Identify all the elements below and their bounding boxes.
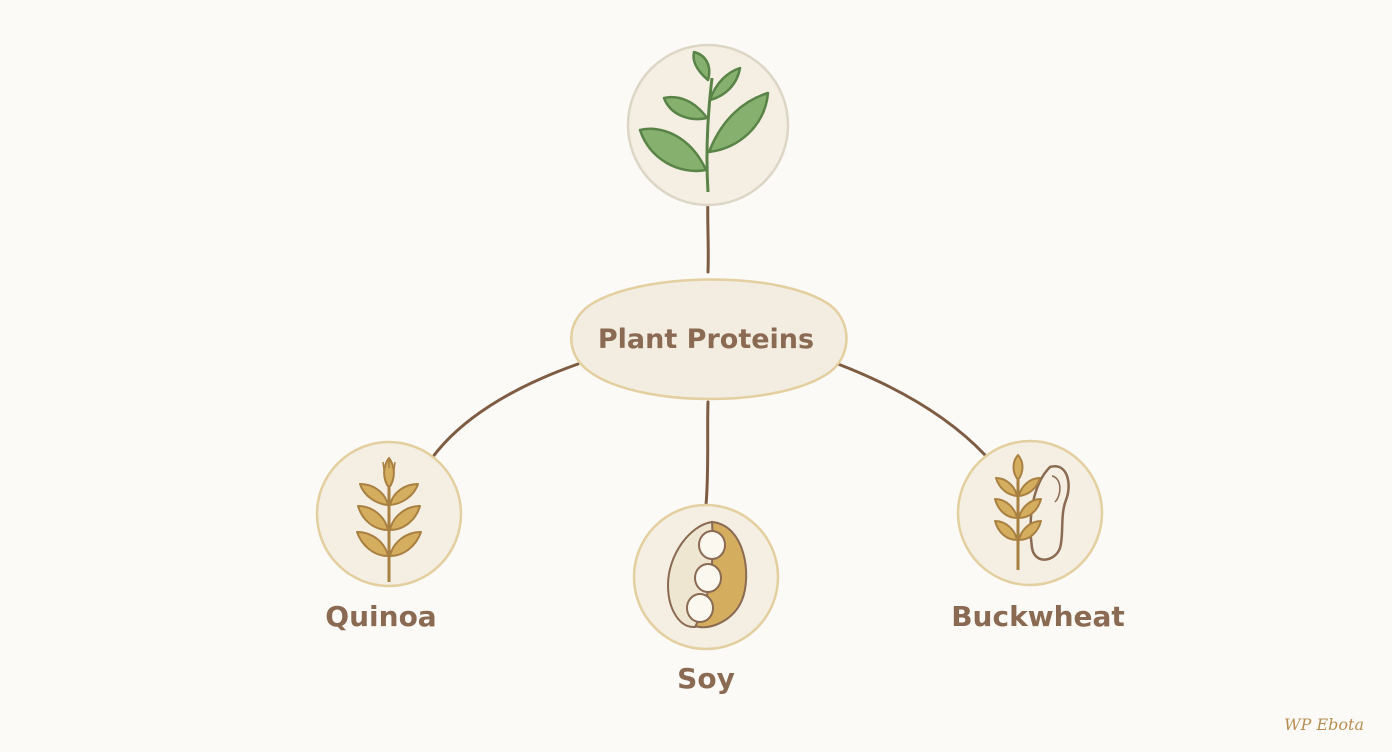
center-node-shape bbox=[570, 278, 848, 401]
connector-quinoa bbox=[430, 362, 580, 460]
connectors bbox=[430, 194, 987, 507]
node-quinoa: Quinoa bbox=[315, 440, 463, 633]
connector-top bbox=[706, 194, 710, 274]
connector-soy bbox=[704, 400, 710, 507]
connector-buckwheat bbox=[836, 362, 987, 457]
grain-stalk-icon bbox=[356, 457, 422, 582]
center-label: Plant Proteins bbox=[598, 324, 814, 355]
node-quinoa-label: Quinoa bbox=[325, 600, 436, 633]
node-buckwheat: Buckwheat bbox=[951, 439, 1125, 633]
center-node: Plant Proteins bbox=[570, 278, 848, 401]
node-buckwheat-label: Buckwheat bbox=[951, 600, 1125, 633]
node-soy: Soy bbox=[632, 503, 780, 695]
node-soy-label: Soy bbox=[677, 662, 735, 695]
soybean-pod-icon bbox=[666, 520, 748, 629]
watermark: WP Ebota bbox=[1284, 715, 1364, 734]
node-top bbox=[626, 43, 790, 207]
grain-and-seed-icon bbox=[994, 454, 1070, 570]
leaf-sprout-icon bbox=[638, 50, 770, 193]
